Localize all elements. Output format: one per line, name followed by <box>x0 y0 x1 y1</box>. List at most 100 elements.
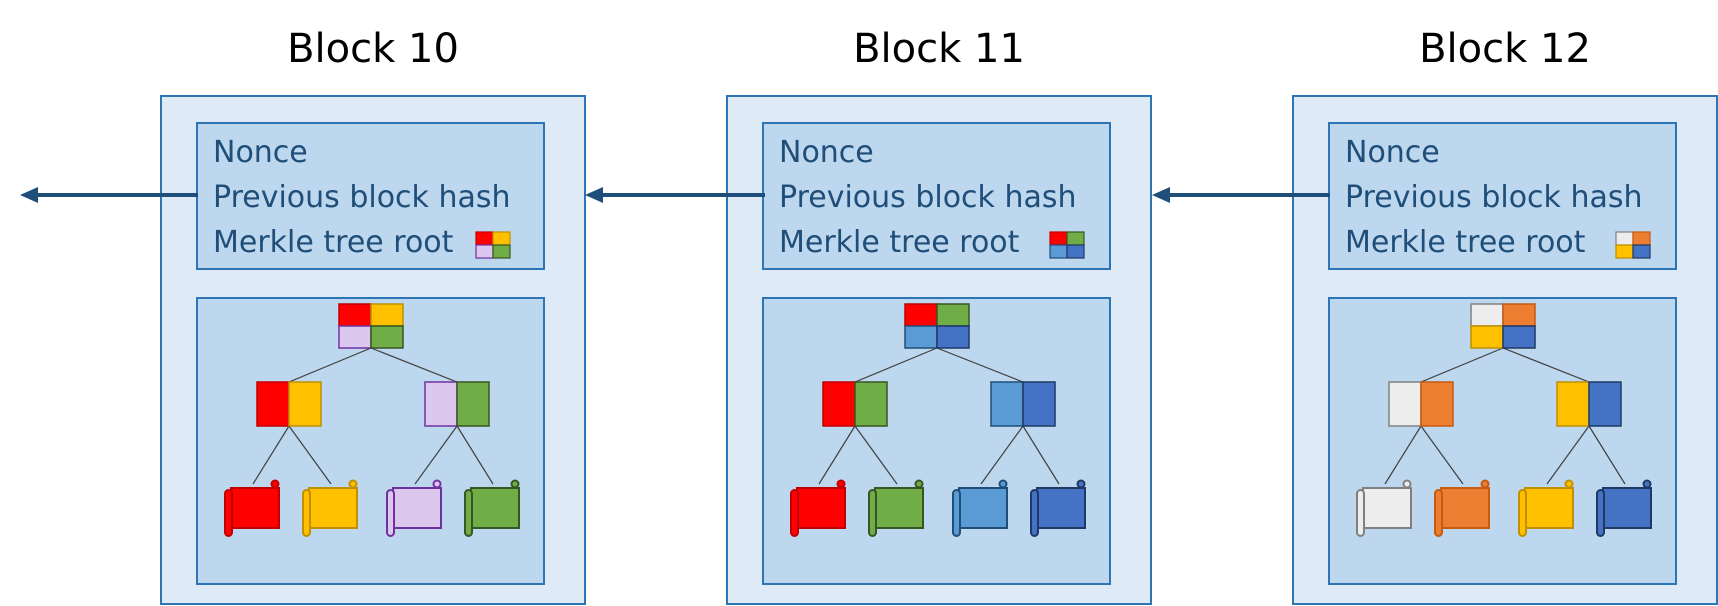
block-0: Block 10 Nonce Previous block hash Merkl… <box>160 26 586 605</box>
scroll-knob <box>1642 479 1652 489</box>
root-quadrant <box>338 325 372 349</box>
transaction-scroll-icon <box>1434 479 1490 537</box>
root-icon-quadrant <box>1632 244 1651 259</box>
root-quadrant <box>1502 325 1536 349</box>
merkle-tree <box>1356 303 1652 537</box>
root-icon-quadrant <box>1066 231 1085 246</box>
root-quadrant <box>370 325 404 349</box>
scroll-knob <box>1480 479 1490 489</box>
root-icon-quadrant <box>1066 244 1085 259</box>
previous-block-hash-label: Previous block hash <box>213 180 511 215</box>
tree-edge <box>1022 425 1060 485</box>
scroll-body <box>1362 487 1412 529</box>
transaction-scroll-icon <box>1596 479 1652 537</box>
previous-block-hash-label: Previous block hash <box>779 180 1077 215</box>
hash-half <box>1388 381 1422 427</box>
scroll-knob <box>1402 479 1412 489</box>
arrow-head-icon <box>1152 187 1170 203</box>
tree-edges <box>1384 347 1626 485</box>
scroll-roll <box>302 489 311 537</box>
merkle-hash-node <box>822 381 888 427</box>
hash-half <box>288 381 322 427</box>
merkle-root-node <box>338 303 404 349</box>
merkle-root-node <box>1470 303 1536 349</box>
merkle-root-label: Merkle tree root <box>779 225 1020 260</box>
tree-edge <box>288 347 372 383</box>
merkle-root-label: Merkle tree root <box>213 225 454 260</box>
tree-edge <box>1384 425 1422 485</box>
transaction-scroll-icon <box>1356 479 1412 537</box>
tree-edge <box>936 347 1024 383</box>
merkle-hash-node <box>424 381 490 427</box>
transaction-scroll-icon <box>868 479 924 537</box>
arrow-head-icon <box>585 187 603 203</box>
scroll-body <box>392 487 442 529</box>
scroll-roll <box>1434 489 1443 537</box>
tree-edges <box>252 347 494 485</box>
block-title: Block 12 <box>1419 26 1591 72</box>
root-icon-quadrant <box>1049 244 1068 259</box>
hash-half <box>854 381 888 427</box>
scroll-body <box>230 487 280 529</box>
root-quadrant <box>936 303 970 327</box>
root-quadrant <box>1470 303 1504 327</box>
nonce-label: Nonce <box>213 135 308 170</box>
hash-half <box>822 381 856 427</box>
tree-edge <box>1546 425 1590 485</box>
root-icon-quadrant <box>1615 244 1634 259</box>
root-quadrant <box>338 303 372 327</box>
root-icon-quadrant <box>492 231 511 246</box>
tree-edge <box>414 425 458 485</box>
tree-edge <box>1420 347 1504 383</box>
block-2: Block 12 Nonce Previous block hash Merkl… <box>1292 26 1718 605</box>
tree-edge <box>1420 425 1464 485</box>
scroll-knob <box>998 479 1008 489</box>
scroll-body <box>308 487 358 529</box>
root-icon-quadrant <box>475 231 494 246</box>
root-quadrant <box>1502 303 1536 327</box>
hash-half <box>1588 381 1622 427</box>
scroll-roll <box>224 489 233 537</box>
scroll-body <box>958 487 1008 529</box>
merkle-root-label: Merkle tree root <box>1345 225 1586 260</box>
root-quadrant <box>904 325 938 349</box>
hash-half <box>1420 381 1454 427</box>
hash-half <box>256 381 290 427</box>
hash-half <box>456 381 490 427</box>
scroll-knob <box>1076 479 1086 489</box>
scroll-knob <box>836 479 846 489</box>
scroll-knob <box>914 479 924 489</box>
scroll-roll <box>1518 489 1527 537</box>
block-title: Block 11 <box>853 26 1025 72</box>
root-quadrant <box>370 303 404 327</box>
transaction-scroll-icon <box>386 479 442 537</box>
hash-half <box>1022 381 1056 427</box>
arrow-head-icon <box>20 187 38 203</box>
merkle-hash-node <box>990 381 1056 427</box>
root-quadrant <box>1470 325 1504 349</box>
root-icon-quadrant <box>1049 231 1068 246</box>
tree-edge <box>288 425 332 485</box>
scroll-roll <box>464 489 473 537</box>
transaction-scroll-icon <box>224 479 280 537</box>
scroll-knob <box>510 479 520 489</box>
scroll-body <box>470 487 520 529</box>
scroll-knob <box>432 479 442 489</box>
block-title: Block 10 <box>287 26 459 72</box>
scroll-knob <box>270 479 280 489</box>
root-icon-quadrant <box>1615 231 1634 246</box>
merkle-hash-node <box>1388 381 1454 427</box>
transaction-scroll-icon <box>790 479 846 537</box>
tree-edge <box>980 425 1024 485</box>
previous-block-hash-label: Previous block hash <box>1345 180 1643 215</box>
scroll-knob <box>348 479 358 489</box>
block-1: Block 11 Nonce Previous block hash Merkl… <box>726 26 1152 605</box>
tree-edge <box>854 425 898 485</box>
tree-edge <box>818 425 856 485</box>
scroll-body <box>1036 487 1086 529</box>
nonce-label: Nonce <box>1345 135 1440 170</box>
hash-half <box>424 381 458 427</box>
tree-edge <box>1588 425 1626 485</box>
root-icon-quadrant <box>492 244 511 259</box>
